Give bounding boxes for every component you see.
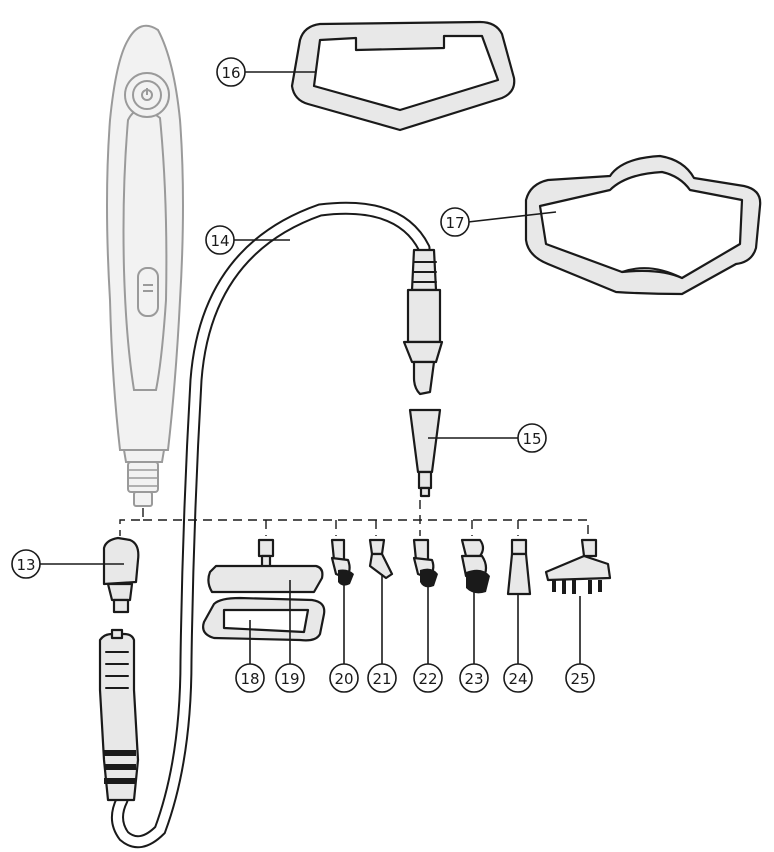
callout-21: 21 — [367, 663, 397, 693]
callout-23: 23 — [459, 663, 489, 693]
angled-nozzle — [368, 538, 394, 580]
callout-20: 20 — [329, 663, 359, 693]
nozzle-adapter — [408, 408, 442, 498]
callout-17: 17 — [440, 207, 470, 237]
pad-frame-large — [524, 154, 762, 296]
callout-label: 24 — [508, 670, 527, 688]
callout-label: 22 — [418, 670, 437, 688]
callout-label: 16 — [221, 64, 240, 82]
callout-18: 18 — [235, 663, 265, 693]
callout-label: 13 — [16, 556, 35, 574]
leader-lines — [40, 71, 581, 664]
callout-label: 17 — [445, 214, 464, 232]
callout-14: 14 — [205, 225, 235, 255]
round-brush-large — [460, 538, 490, 594]
round-brush-medium — [412, 538, 438, 588]
connector-adapter — [102, 536, 140, 614]
callout-13: 13 — [11, 549, 41, 579]
callout-label: 20 — [334, 670, 353, 688]
callout-label: 18 — [240, 670, 259, 688]
floor-tool-head — [207, 538, 324, 594]
callout-label: 25 — [570, 670, 589, 688]
handheld-unit — [106, 24, 184, 507]
round-brush-small — [330, 538, 354, 586]
callout-22: 22 — [413, 663, 443, 693]
callout-label: 15 — [522, 430, 541, 448]
callout-label: 14 — [210, 232, 229, 250]
callout-label: 19 — [280, 670, 299, 688]
callout-label: 21 — [372, 670, 391, 688]
flat-nozzle — [506, 538, 532, 596]
microfiber-pad — [202, 596, 326, 642]
extension-hose — [98, 201, 444, 849]
callout-15: 15 — [517, 423, 547, 453]
callout-24: 24 — [503, 663, 533, 693]
callout-label: 23 — [464, 670, 483, 688]
comb-brush — [544, 538, 612, 594]
callout-25: 25 — [565, 663, 595, 693]
callout-16: 16 — [216, 57, 246, 87]
callout-19: 19 — [275, 663, 305, 693]
pad-frame-small — [290, 20, 516, 132]
attachment-guide-lines — [119, 500, 589, 536]
